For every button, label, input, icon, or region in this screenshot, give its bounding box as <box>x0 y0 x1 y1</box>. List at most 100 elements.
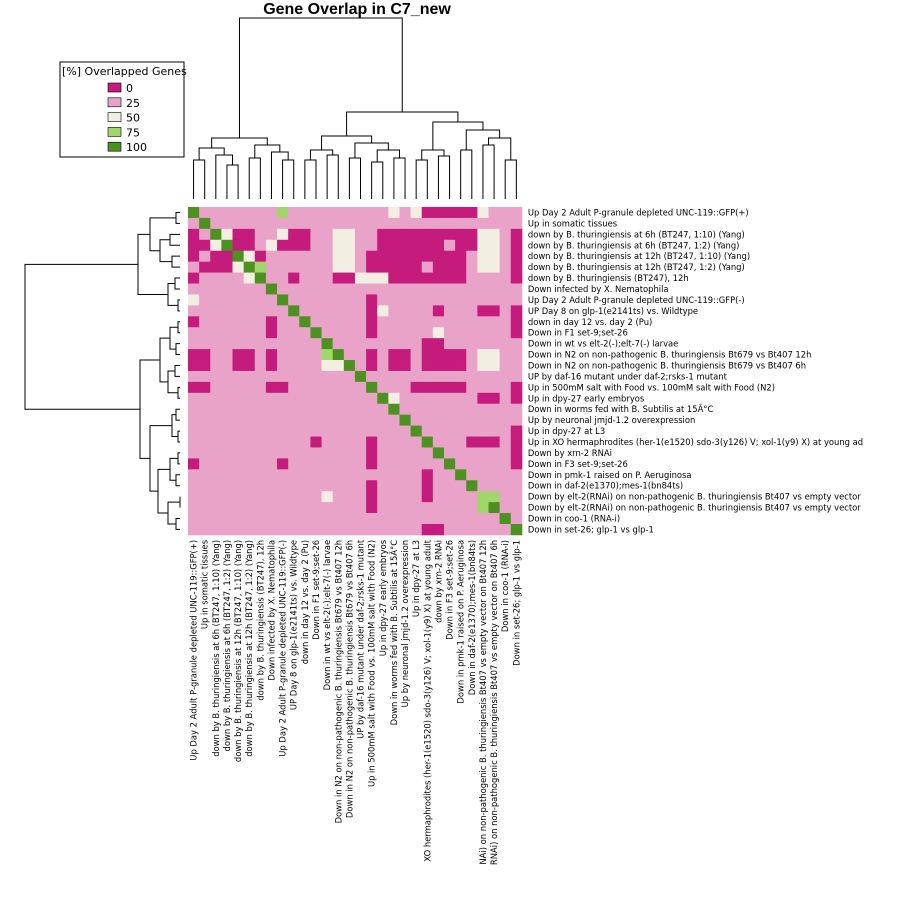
heatmap-cell <box>377 491 389 503</box>
heatmap-cell <box>188 261 200 273</box>
column-label: Down in coo-1 (RNA-i) <box>500 540 510 632</box>
heatmap-cell <box>477 360 489 372</box>
heatmap-cell <box>466 447 478 459</box>
heatmap-cell <box>499 272 512 284</box>
heatmap-cell <box>188 513 200 525</box>
heatmap-cell <box>354 349 367 361</box>
heatmap-cell <box>210 305 222 317</box>
heatmap-cell <box>399 436 411 448</box>
heatmap-cell <box>388 338 400 350</box>
heatmap-cell <box>332 513 345 525</box>
heatmap-cell <box>388 403 400 416</box>
heatmap-cell <box>288 480 300 492</box>
heatmap-cell <box>265 217 278 230</box>
heatmap-cell <box>510 261 523 273</box>
heatmap-cell <box>343 392 356 405</box>
heatmap-cell <box>366 327 378 339</box>
heatmap-cell <box>399 250 411 263</box>
heatmap-cell <box>243 425 256 437</box>
heatmap-cell <box>243 523 256 536</box>
dendrogram-branch <box>167 283 178 306</box>
heatmap-cell <box>421 523 434 536</box>
heatmap-cell <box>421 250 434 263</box>
heatmap-cell <box>310 228 322 241</box>
heatmap-cell <box>499 327 512 339</box>
heatmap-cell <box>388 349 400 361</box>
heatmap-cell <box>243 250 256 263</box>
heatmap-cell <box>488 414 501 426</box>
heatmap-cell <box>399 360 411 372</box>
heatmap-cell <box>310 403 322 416</box>
heatmap-cell <box>332 217 345 230</box>
column-label: XO hermaphrodites (her-1(e1520) sdo-3(y1… <box>422 539 432 861</box>
heatmap-cell <box>254 414 267 426</box>
heatmap-cell <box>277 425 289 437</box>
heatmap-cell <box>243 513 256 525</box>
heatmap-cell <box>354 207 367 219</box>
dendrogram-branch <box>177 386 180 399</box>
dendrogram-branch <box>169 457 178 481</box>
heatmap-cell <box>466 305 478 317</box>
heatmap-cell <box>188 370 200 383</box>
heatmap-cell <box>243 491 256 503</box>
heatmap-cell <box>188 294 200 306</box>
heatmap-cell <box>321 207 334 219</box>
heatmap-cell <box>254 403 267 416</box>
heatmap-cell <box>188 480 200 492</box>
heatmap-cell <box>466 458 478 470</box>
heatmap-cell <box>199 294 211 306</box>
heatmap-cell <box>321 381 334 394</box>
heatmap-cell <box>332 392 345 405</box>
heatmap-cell <box>388 392 400 405</box>
heatmap-cell <box>410 469 423 481</box>
heatmap-cell <box>343 360 356 372</box>
heatmap-cell <box>488 392 501 405</box>
heatmap-cell <box>366 523 378 536</box>
heatmap-cells <box>188 207 523 536</box>
heatmap-cell <box>243 272 256 284</box>
row-label: UP by daf-16 mutant under daf-2;rsks-1 m… <box>528 371 728 381</box>
heatmap-cell <box>343 436 356 448</box>
heatmap-cell <box>399 338 411 350</box>
heatmap-cell <box>377 272 389 284</box>
column-label: Down in worms fed with B. Subtilis at 15… <box>388 540 399 726</box>
heatmap-cell <box>488 217 501 230</box>
heatmap-cell <box>210 207 222 219</box>
heatmap-cell <box>188 458 200 470</box>
heatmap-cell <box>377 414 389 426</box>
heatmap-cell <box>199 469 211 481</box>
legend-swatch <box>107 141 122 152</box>
heatmap-cell <box>299 316 311 328</box>
heatmap-cell <box>443 392 456 405</box>
heatmap-cell <box>477 272 489 284</box>
heatmap-cell <box>388 316 400 328</box>
heatmap-cell <box>199 250 211 263</box>
heatmap-cell <box>199 436 211 448</box>
heatmap-cell <box>366 294 378 306</box>
heatmap-cell <box>221 217 233 230</box>
heatmap-cell <box>455 425 467 437</box>
heatmap-cell <box>499 250 512 263</box>
heatmap-cell <box>366 239 378 252</box>
heatmap-cell <box>354 316 367 328</box>
heatmap-cell <box>310 491 322 503</box>
heatmap-cell <box>299 239 311 252</box>
heatmap-cell <box>288 447 300 459</box>
heatmap-cell <box>510 414 523 426</box>
heatmap-cell <box>410 272 423 284</box>
heatmap-cell <box>199 349 211 361</box>
heatmap-cell <box>455 447 467 459</box>
heatmap-cell <box>443 480 456 492</box>
heatmap-cell <box>499 338 512 350</box>
heatmap-cell <box>221 491 233 503</box>
heatmap-cell <box>254 349 267 361</box>
heatmap-cell <box>254 305 267 317</box>
column-label: Up in dpy-27 at L3 <box>411 540 421 617</box>
heatmap-cell <box>332 207 345 219</box>
heatmap-cell <box>466 283 478 295</box>
heatmap-cell <box>221 305 233 317</box>
heatmap-cell <box>477 261 489 273</box>
heatmap-cell <box>488 283 501 295</box>
column-label: Up Day 2 Adult P-granule depleted UNC-11… <box>278 540 288 757</box>
